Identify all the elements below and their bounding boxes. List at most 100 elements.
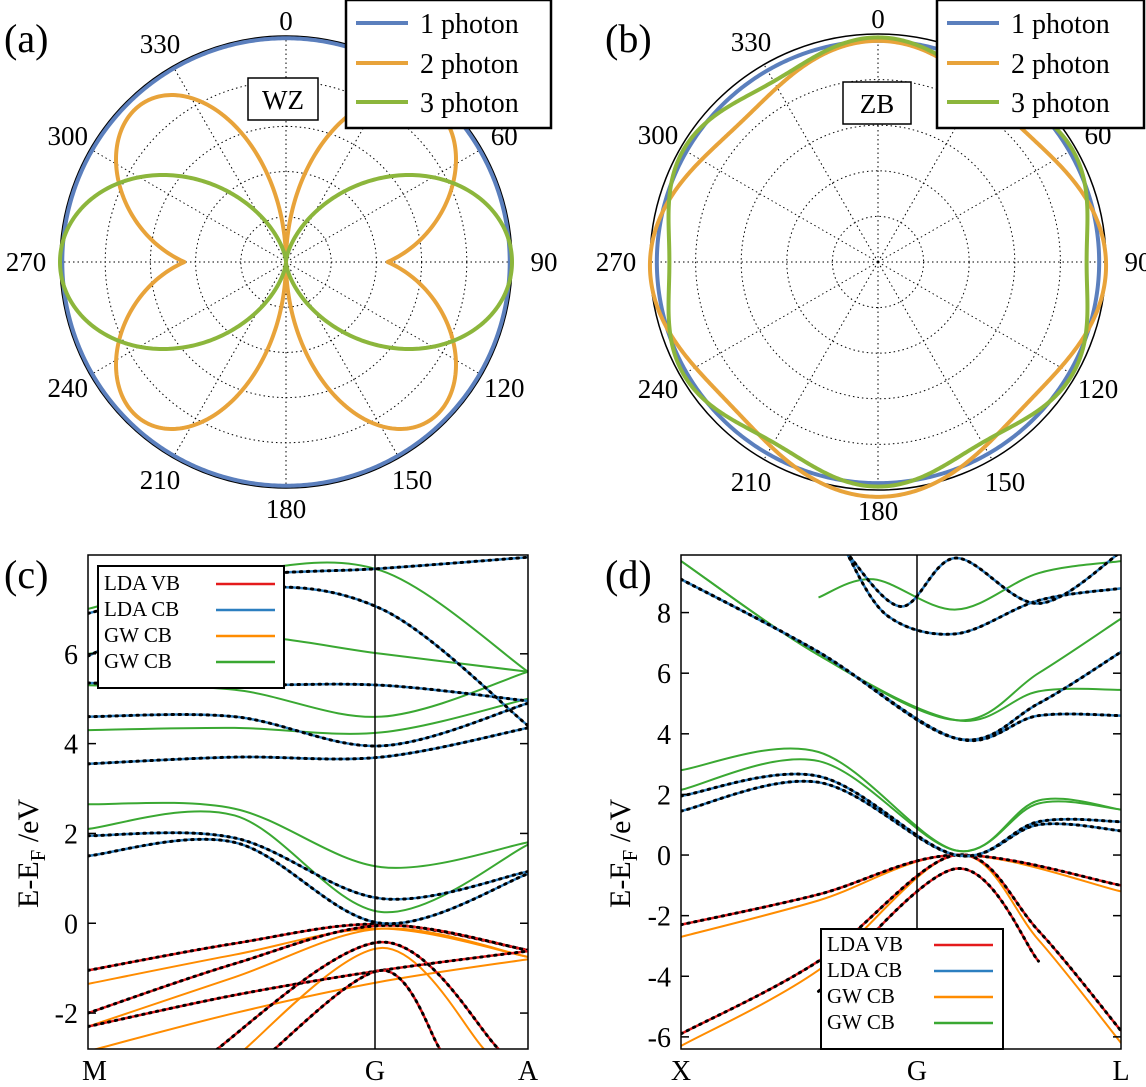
ytick-label: -4 — [648, 962, 671, 993]
legend-a-1-photon: 1 photon — [420, 9, 519, 40]
legend-c-gw-cb: GW CB — [104, 649, 172, 673]
angle-label-270: 270 — [6, 247, 47, 277]
angle-label-300: 300 — [48, 121, 89, 151]
band-gw-vb — [243, 946, 485, 1049]
polar-b-spoke — [877, 147, 1076, 263]
ytick-label: 0 — [657, 841, 671, 872]
angle-label-180: 180 — [858, 496, 899, 526]
polar-a-spoke — [90, 148, 287, 263]
polar-a-curves — [58, 36, 514, 488]
polar-b-series-2 — [647, 38, 1109, 499]
angle-label-150: 150 — [985, 467, 1026, 497]
ytick-label: -2 — [55, 999, 78, 1030]
xtick-d-L: L — [1112, 1056, 1129, 1087]
band-lda-cb — [88, 838, 528, 925]
polar-b-spoke — [680, 261, 879, 377]
band-gw-vb — [88, 927, 528, 985]
band-markers — [846, 555, 1120, 609]
angle-label-270: 270 — [596, 247, 637, 277]
angle-label-330: 330 — [731, 27, 772, 57]
legend-b-1-photon: 1 photon — [1011, 9, 1110, 40]
xtick-d-G: G — [907, 1056, 927, 1087]
legend-a-3-photon: 3 photon — [420, 88, 519, 119]
legend-c-lda-cb: LDA CB — [104, 597, 179, 621]
band-gw-cb — [88, 801, 528, 869]
band-markers — [88, 831, 528, 901]
legend-c-gw-vb: GW CB — [104, 623, 172, 647]
band-gw-cb — [681, 560, 1121, 722]
polar-b-ring — [740, 124, 1016, 400]
band-gw-cb — [681, 560, 1121, 722]
legend-d-lda-vb: LDA VB — [827, 932, 903, 956]
legend-d: LDA VB LDA CB GW CB GW CB — [820, 928, 1004, 1050]
svg-text:ZB: ZB — [860, 89, 895, 119]
polar-a-spoke — [172, 261, 287, 458]
band-lda-cb — [88, 701, 528, 748]
band-lda-cb — [681, 578, 1121, 742]
band-lda-vb — [272, 969, 442, 1049]
legend-b: 1 photon 2 photon 3 photon — [935, 0, 1146, 130]
panel-label-a: (a) — [4, 16, 48, 61]
band-gw-cb — [88, 810, 528, 914]
angle-label-0: 0 — [871, 4, 885, 34]
polar-a-series-1 — [60, 36, 512, 488]
angle-label-240: 240 — [48, 373, 89, 403]
angle-label-120: 120 — [484, 373, 525, 403]
angle-label-210: 210 — [140, 465, 181, 495]
polar-a-spoke — [285, 261, 400, 458]
xtick-c-M: M — [82, 1056, 107, 1087]
xtick-c-A: A — [518, 1056, 539, 1087]
band-markers — [88, 585, 528, 728]
polar-a-spoke — [90, 261, 287, 376]
band-markers — [681, 853, 1121, 927]
band-markers — [88, 555, 528, 615]
ytick-label: 2 — [657, 780, 671, 811]
band-lda-cb — [681, 578, 1121, 742]
polar-b-spoke — [763, 64, 879, 263]
band-markers — [681, 577, 1121, 743]
band-gw-cb — [88, 697, 528, 735]
plot-frame-c — [87, 554, 529, 1050]
polar-b-spoke — [680, 147, 879, 263]
band-markers — [681, 779, 1121, 858]
panel-label-d: (d) — [605, 552, 652, 597]
polar-b-series-1 — [654, 38, 1102, 486]
band-markers — [88, 726, 528, 766]
panel-label-b: (b) — [605, 16, 652, 61]
ytick-label: -2 — [648, 902, 671, 933]
angle-label-180: 180 — [266, 494, 307, 524]
xtick-d-X: X — [671, 1056, 691, 1087]
polar-a-grid — [59, 35, 513, 489]
polar-a-series-3 — [58, 173, 514, 351]
inset-label-b: ZB — [842, 81, 912, 125]
ytick-label: 4 — [64, 730, 78, 761]
ylabel-c: E-EF /eV — [12, 799, 50, 908]
legend-d-lda-cb: LDA CB — [827, 958, 902, 982]
angle-label-90: 90 — [531, 247, 558, 277]
legend-d-gw-cb: GW CB — [827, 1010, 895, 1034]
legend-c-lda-vb: LDA VB — [104, 571, 180, 595]
band-markers — [88, 923, 528, 1015]
ytick-label: 4 — [657, 720, 671, 751]
band-markers — [846, 555, 1121, 636]
polar-a-spoke — [285, 148, 482, 263]
angle-label-300: 300 — [638, 120, 679, 150]
band-gw-vb — [681, 854, 1121, 938]
ylabel-d: E-EF /eV — [604, 799, 642, 908]
band-markers — [214, 940, 501, 1049]
polar-a-spoke — [285, 66, 400, 263]
ytick-label: 2 — [64, 819, 78, 850]
polar-b-spoke — [877, 261, 993, 460]
polar-a-spoke — [172, 66, 287, 263]
legend-a-2-photon: 2 photon — [420, 49, 519, 80]
polar-b-curves — [647, 35, 1109, 499]
band-gw-vb — [92, 958, 528, 1049]
band-markers — [681, 577, 1121, 742]
ytick-label: 8 — [657, 599, 671, 630]
